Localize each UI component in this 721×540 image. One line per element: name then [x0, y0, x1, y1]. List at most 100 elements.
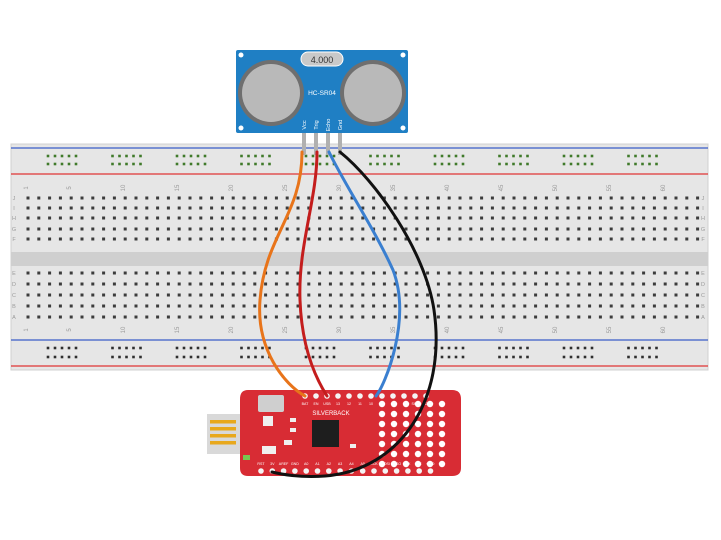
proto-hole [378, 430, 386, 438]
breadboard-hole [199, 237, 203, 241]
breadboard-hole [642, 206, 646, 210]
breadboard-hole [426, 237, 430, 241]
power-rail-hole [454, 346, 458, 350]
power-rail-hole [519, 346, 522, 350]
breadboard-hole [123, 206, 127, 210]
breadboard-hole [339, 293, 343, 297]
breadboard-hole [534, 237, 538, 241]
power-rail-hole [627, 154, 630, 158]
breadboard-hole [512, 282, 516, 286]
controller-pin [357, 393, 363, 399]
breadboard-hole [307, 196, 311, 200]
breadboard-hole [696, 315, 700, 319]
breadboard-hole [652, 293, 656, 297]
row-letter: A [12, 315, 16, 321]
power-rail-hole [189, 355, 193, 359]
power-rail-hole [311, 162, 315, 166]
power-rail-hole [576, 346, 580, 350]
breadboard-hole [350, 206, 354, 210]
breadboard-hole [339, 216, 343, 220]
power-rail-hole [139, 355, 142, 359]
gnd-wire[interactable] [270, 150, 438, 478]
breadboard-hole [134, 315, 138, 319]
breadboard-hole [318, 216, 322, 220]
breadboard-hole [652, 196, 656, 200]
breadboard-hole [253, 196, 257, 200]
breadboard-hole [415, 227, 419, 231]
proto-hole [390, 410, 398, 418]
breadboard-hole [393, 304, 397, 308]
breadboard-hole [674, 304, 678, 308]
breadboard-hole [80, 206, 84, 210]
jumper-wires [258, 150, 438, 478]
breadboard-hole [469, 282, 473, 286]
breadboard-hole [210, 206, 214, 210]
breadboard-hole [296, 237, 300, 241]
breadboard-hole [566, 271, 570, 275]
usb-c-port [258, 395, 284, 412]
breadboard-hole [501, 196, 505, 200]
breadboard-hole [696, 304, 700, 308]
breadboard-hole [177, 282, 181, 286]
breadboard-hole [480, 216, 484, 220]
breadboard-hole [253, 227, 257, 231]
breadboard-hole [318, 282, 322, 286]
breadboard-hole [91, 237, 95, 241]
power-rail-hole [240, 355, 243, 359]
power-rail-hole [562, 154, 566, 158]
breadboard-hole [404, 216, 408, 220]
breadboard-hole [534, 304, 538, 308]
vcc-wire[interactable] [258, 150, 307, 398]
breadboard-hole [663, 282, 667, 286]
echo-wire[interactable] [327, 150, 402, 398]
power-rail-hole [261, 154, 264, 158]
power-rail-hole [67, 154, 71, 158]
power-rail-hole [111, 355, 114, 359]
power-rail-hole [175, 355, 179, 359]
power-rail-hole [390, 154, 393, 158]
breadboard-hole [382, 293, 386, 297]
power-rail-hole [590, 162, 594, 166]
breadboard-hole [490, 315, 494, 319]
breadboard-hole [458, 196, 462, 200]
breadboard-hole [91, 293, 95, 297]
power-rail-hole [505, 154, 508, 158]
breadboard-hole [404, 237, 408, 241]
breadboard-hole [48, 304, 52, 308]
breadboard-hole [220, 282, 224, 286]
breadboard-hole [490, 216, 494, 220]
breadboard-hole [80, 216, 84, 220]
breadboard-hole [534, 293, 538, 297]
breadboard-hole [242, 237, 246, 241]
power-rail-hole [655, 355, 658, 359]
breadboard-hole [555, 304, 559, 308]
breadboard-hole [210, 282, 214, 286]
controller-pin-label: 13 [336, 402, 340, 406]
row-letter: E [701, 271, 705, 277]
controller-pin [405, 468, 411, 474]
breadboard-hole [69, 304, 73, 308]
breadboard-hole [447, 304, 451, 308]
controller-pin-label: A5 [360, 462, 364, 466]
power-rail-hole [111, 154, 114, 158]
breadboard-hole [37, 315, 41, 319]
controller-pin-label: 3V [270, 462, 275, 466]
breadboard-hole [415, 196, 419, 200]
breadboard-hole [469, 196, 473, 200]
trig-wire[interactable] [298, 150, 329, 398]
proto-hole [402, 400, 410, 408]
controller-pin [280, 468, 287, 474]
controller-pin-label: EN [314, 402, 319, 406]
breadboard-hole [285, 196, 289, 200]
proto-hole [414, 460, 422, 468]
breadboard-hole [501, 304, 505, 308]
row-letter: F [701, 237, 705, 243]
breadboard-hole [685, 237, 689, 241]
breadboard-hole [609, 216, 613, 220]
breadboard-hole [588, 282, 592, 286]
power-rail-hole [569, 154, 573, 158]
breadboard-hole [350, 237, 354, 241]
breadboard-hole [102, 206, 106, 210]
breadboard: 1155101015152020252530303535404045455050… [10, 143, 709, 371]
breadboard-hole [274, 315, 278, 319]
